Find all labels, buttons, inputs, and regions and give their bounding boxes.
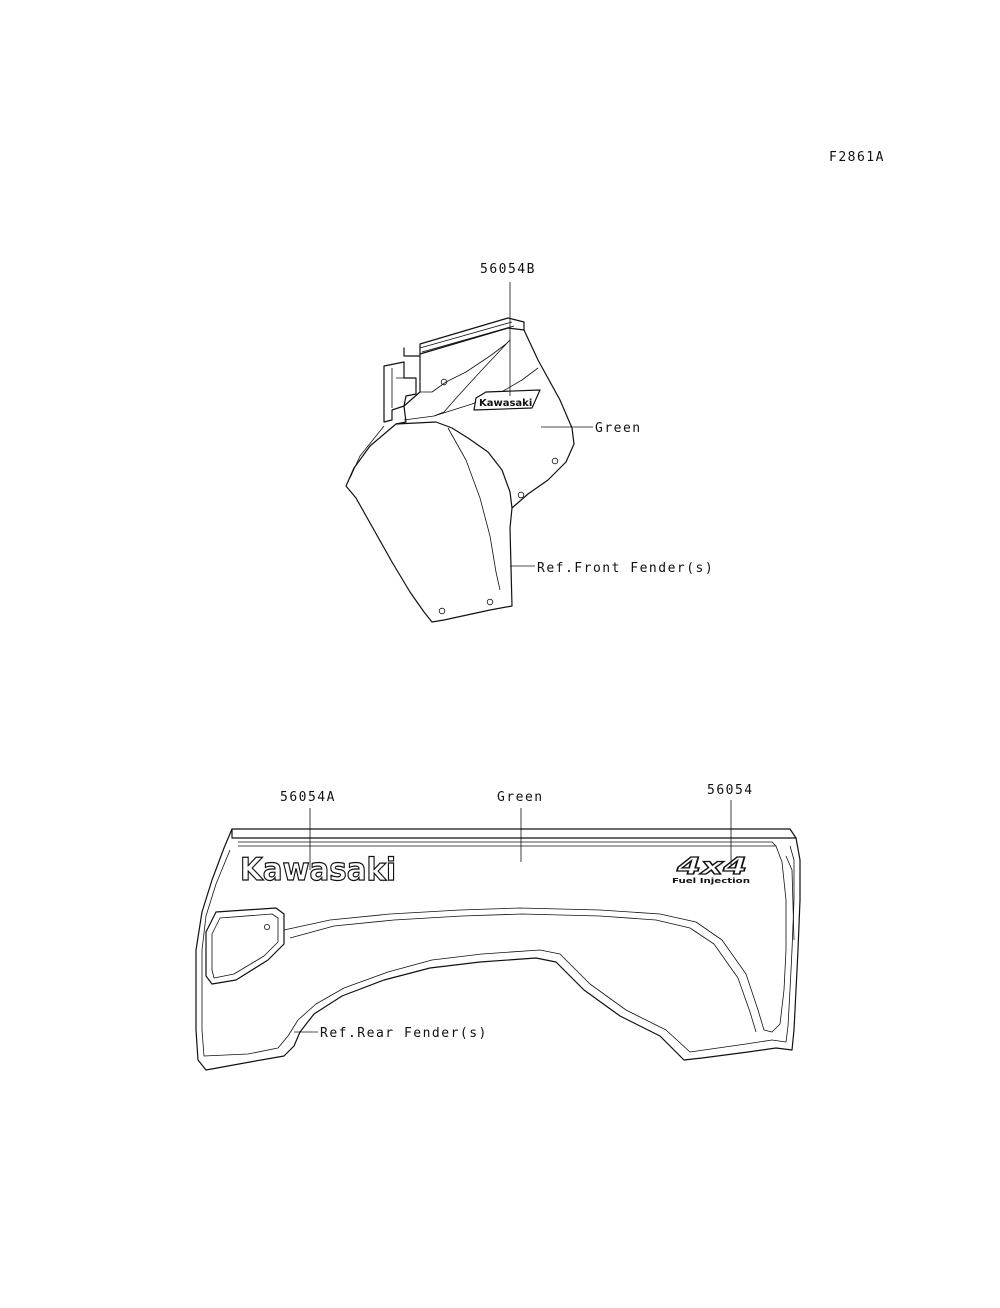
- front-ref-label: Ref.Front Fender(s): [537, 561, 714, 576]
- rear-ref-label: Ref.Rear Fender(s): [320, 1026, 488, 1041]
- rear-badge-subtext: Fuel Injection: [672, 877, 750, 885]
- front-part-label: 56054B: [480, 262, 536, 277]
- front-fender-decal: Kawasaki: [473, 389, 541, 411]
- figure-id: F2861A: [829, 150, 885, 165]
- front-color-label: Green: [595, 421, 642, 436]
- rear-part-label-left: 56054A: [280, 790, 336, 805]
- rear-badge-text: 4x4: [676, 854, 747, 880]
- rear-4x4-badge: 4x4 Fuel Injection: [672, 853, 750, 885]
- rear-color-label: Green: [497, 790, 544, 805]
- rear-fender-drawing: Kawasaki 4x4 Fuel Injection: [195, 828, 801, 1071]
- rear-logo-text: Kawasaki: [240, 852, 396, 888]
- front-decal-text: Kawasaki: [479, 398, 532, 409]
- rear-part-label-right: 56054: [707, 783, 754, 798]
- front-fender-drawing: Kawasaki: [345, 317, 575, 623]
